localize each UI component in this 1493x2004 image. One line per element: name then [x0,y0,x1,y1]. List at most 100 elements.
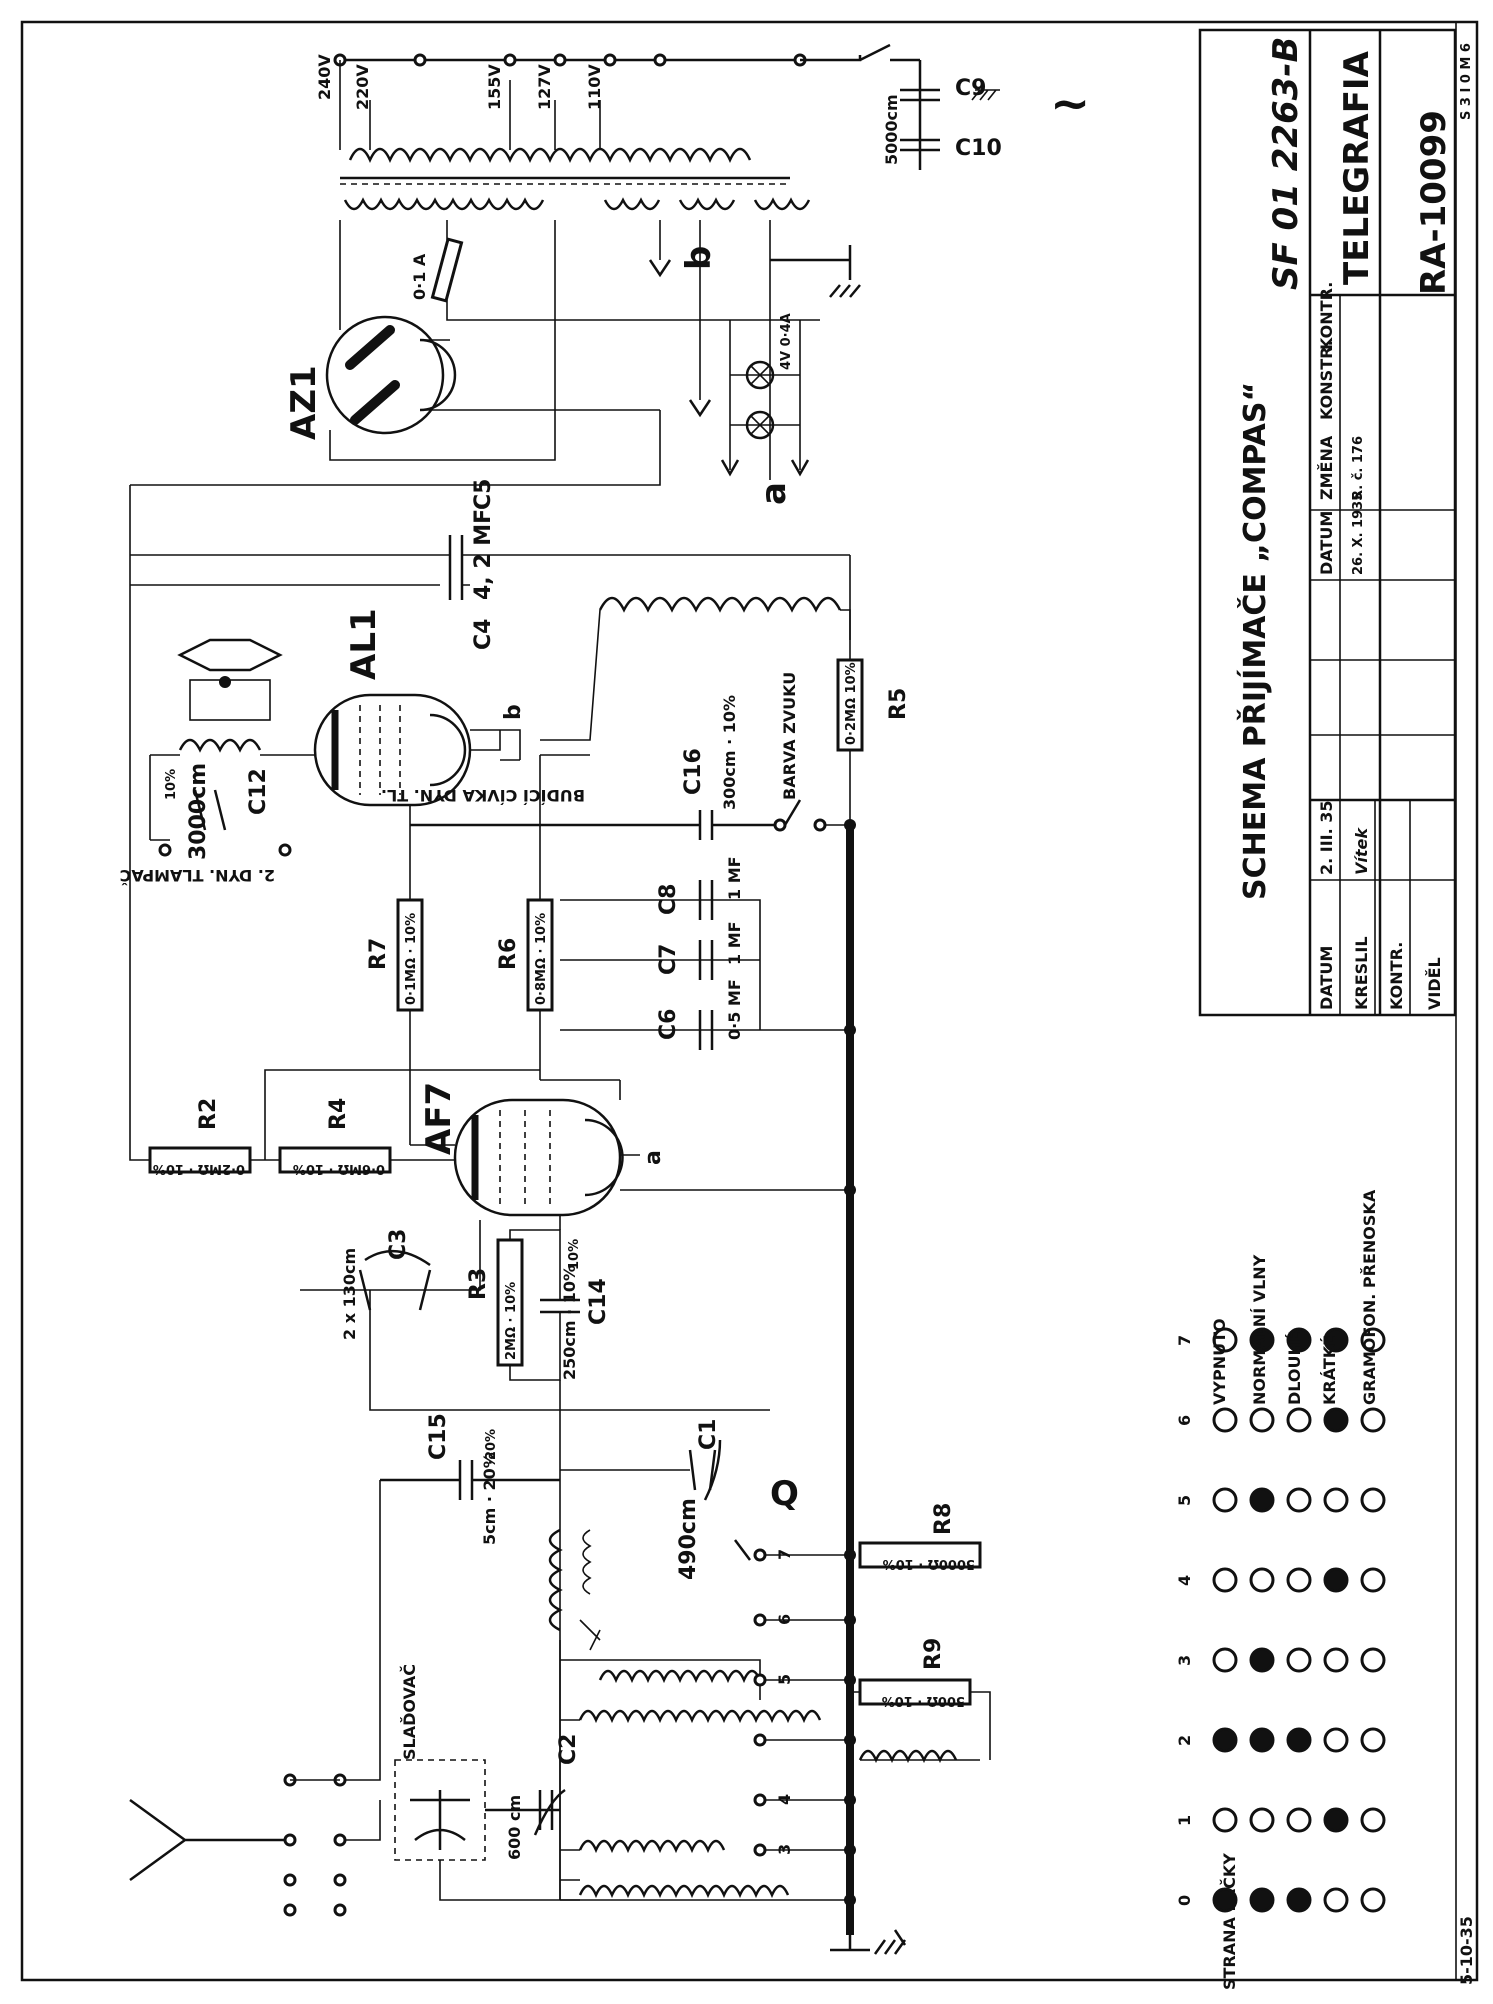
title-block-frame [1198,28,1457,1017]
row-videl-label: VIDĚL [1425,957,1444,1010]
resistor-r8-label: R8 [931,1503,956,1535]
mains-transformer: 240V 220V 155V 127V 110V 5000cm C9 C10 ~… [315,43,1090,505]
al1-leads [310,729,521,761]
company-name: TELEGRAFIA [1337,50,1377,285]
aerial-leads [290,1480,381,1841]
switch-table-cell [1249,1407,1275,1433]
resistor-r9-value: 500Ω · 10% [882,1693,965,1708]
coil-arrow [579,1619,601,1651]
ext-speaker-terminal [158,843,172,857]
field-coil-note: BUDÍCÍ CÍVKA DYN. TL. [381,786,585,805]
cap-c6-value: 0·5 MF [725,979,744,1040]
switch-table-cell [1212,1407,1238,1433]
mw-coil [598,1669,762,1684]
resistor-r6: 0·8MΩ · 10% R6 [496,898,554,1012]
switch-table-cell [1360,1487,1386,1513]
tube-af7-grids [499,1110,551,1205]
filter-lines [130,554,450,586]
left-bias-line [129,485,150,1161]
bus-node [844,1844,856,1856]
af7-leads [619,1080,850,1191]
hv-line [130,410,661,486]
switch-table-column-header: 6 [1175,1415,1194,1426]
switch-table-cell [1360,1887,1386,1913]
bus-node [844,1894,856,1906]
tube-az1: AZ1 [284,220,660,461]
wavechange-switch: Q [734,1474,850,1857]
switch-table-column-header: 2 [1175,1735,1194,1746]
drawing-title: SCHEMA PŘIJÍMAČE „COMPAS“ [1236,382,1273,900]
switch-table-cell [1360,1727,1386,1753]
tap-terminal [603,53,617,67]
c3-variable-arrow [364,1249,431,1267]
resistor-r5-body [836,658,864,752]
az1-cathode-leads [420,339,660,411]
tap-leads [339,60,601,150]
speaker-field-coil [598,596,842,613]
switch-contact [753,1843,767,1857]
ext-speaker-label: 2. DYN. TLAMPAČ [120,866,275,885]
lw-coil [578,1709,822,1724]
mains-capacitors [900,88,940,152]
resistor-r5-label: R5 [886,688,911,720]
tone-switch-label: BARVA ZVUKU [780,672,799,800]
resistor-r7-label: R7 [366,938,391,970]
bus-node [844,1794,856,1806]
aerial-terminal [333,1833,347,1847]
switch-table-cell [1212,1727,1238,1753]
mw-coil-lead [560,1659,761,1700]
tube-al1-grids [359,705,401,795]
fuse-label: 0·1 A [410,253,429,300]
cap-c7-value: 1 MF [725,921,744,965]
switch-table-cell [1249,1327,1275,1353]
cap-c7-label: C7 [656,944,681,975]
primary-winding [348,147,752,164]
cap-c15-label: C15 [426,1413,451,1460]
tap-110v: 110V [585,64,604,110]
switch-blade [734,1539,751,1561]
resistor-r2: 0·2MΩ · 10% R2 [148,1098,252,1176]
resistor-r2-value: 0·2MΩ · 10% [153,1161,245,1176]
switch-table-cell [1286,1647,1312,1673]
switch-table-column-header: 5 [1175,1495,1194,1506]
resistor-r7-value: 0·1MΩ · 10% [404,913,419,1005]
fuse [430,237,464,303]
capacitor-bank-c6-c8: C8 1 MF C7 1 MF C6 0·5 MF [560,856,850,1050]
switch-table-cell [1212,1807,1238,1833]
mains-switch [800,43,891,62]
cap-c9-label: C9 [955,76,986,101]
lamp-arrows [720,459,810,477]
corner-code: S 3 I 0 M 6 [1459,43,1474,120]
switch-knob-symbol: Q [770,1474,799,1514]
switch-table-cell [1323,1487,1349,1513]
resistor-r8: 5000Ω · 10% R8 [858,1503,982,1571]
change-text: R. č. 176 [1351,436,1366,500]
tube-az1-envelope [325,315,445,435]
switch-table-cell [1360,1647,1386,1673]
switch-pos-3: 3 [775,1844,794,1855]
row-kreslil-label: KRESLIL [1352,936,1371,1010]
cap-c12-value: 3000cm [186,763,211,860]
cap-bank-plates [698,880,714,1050]
tap-terminal [653,53,667,67]
resistor-bridge-leads [860,1554,980,1761]
switch-table-cell [1249,1887,1275,1913]
lamp-wiring [729,320,801,470]
secondary-leads [659,220,771,480]
tap-220v: 220V [353,64,372,110]
switch-table-column-header: 1 [1175,1815,1194,1826]
switch-table-cell [1286,1887,1312,1913]
az1-anode-leads [329,220,556,461]
al1-heater-b: b [501,704,526,720]
tone-switch-terminal [773,818,787,832]
switch-contact [753,1673,767,1687]
drawing-number: RA-10099 [1414,110,1454,295]
switch-contact [753,1613,767,1627]
rf-coil-section: Q 7 6 5 4 3 [548,1474,980,1901]
tube-af7-label: AF7 [419,1082,459,1155]
switch-table-cell [1212,1327,1238,1353]
cap-c14-value: 250cm · 10% [560,1265,579,1380]
cap-c8-label: C8 [656,884,681,915]
tube-af7-envelope [453,1098,622,1217]
